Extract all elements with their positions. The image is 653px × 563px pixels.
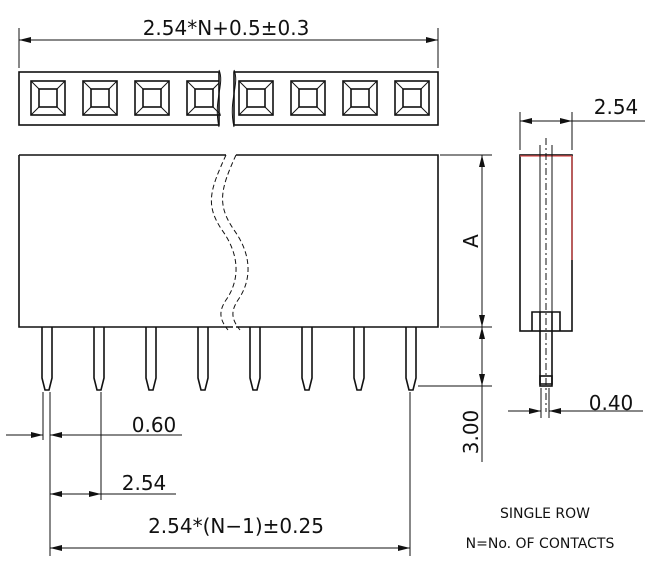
contact-opening <box>134 80 170 116</box>
pin-thickness-label: 0.40 <box>589 391 634 415</box>
contact-pin <box>301 327 313 391</box>
height-a-dimension: A <box>440 154 492 328</box>
contact-opening <box>290 80 326 116</box>
contact-openings <box>30 80 430 116</box>
contact-opening <box>186 80 222 116</box>
top-view <box>18 69 439 128</box>
bottom-dimensions: 0.60 2.54 2.54*(N−1)±0.25 <box>6 392 411 556</box>
contact-opening <box>238 80 274 116</box>
contact-opening <box>82 80 118 116</box>
contact-pin <box>353 327 365 391</box>
single-row-note: SINGLE ROW <box>500 506 590 522</box>
height-a-label: A <box>459 234 483 248</box>
contact-pin <box>197 327 209 391</box>
contacts-legend-note: N=No. OF CONTACTS <box>466 536 615 552</box>
pin-length-label: 3.00 <box>459 410 483 455</box>
contact-pin <box>41 327 53 391</box>
pin-span-label: 2.54*(N−1)±0.25 <box>148 514 324 538</box>
contact-opening <box>30 80 66 116</box>
pin-length-dimension: 3.00 <box>418 327 492 462</box>
contact-pin <box>93 327 105 391</box>
pin-pitch-label: 2.54 <box>122 471 167 495</box>
drawing-notes: SINGLE ROW N=No. OF CONTACTS <box>466 506 615 552</box>
contact-pin <box>145 327 157 391</box>
contact-opening <box>342 80 378 116</box>
contact-pins <box>41 327 417 391</box>
contact-pin <box>405 327 417 391</box>
contact-opening <box>394 80 430 116</box>
contact-pin <box>249 327 261 391</box>
side-pitch-label: 2.54 <box>594 95 639 119</box>
top-width-dimension: 2.54*N+0.5±0.3 <box>18 16 439 68</box>
top-width-label: 2.54*N+0.5±0.3 <box>143 16 310 40</box>
side-view: 2.54 0.40 <box>508 95 645 418</box>
front-view <box>18 154 439 391</box>
pin-width-label: 0.60 <box>132 413 177 437</box>
